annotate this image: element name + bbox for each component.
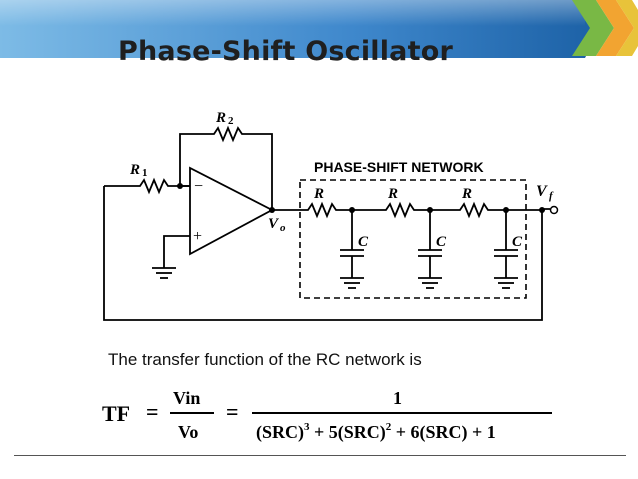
chevron-green-icon <box>572 0 614 56</box>
vo-label: V <box>268 216 280 232</box>
c-label-1: C <box>358 234 369 250</box>
svg-text:1: 1 <box>142 167 148 179</box>
tf-symbol: TF <box>102 401 130 426</box>
denominator: (SRC)3 + 5(SRC)2 + 6(SRC) + 1 <box>256 421 496 443</box>
r2-wire <box>179 125 273 210</box>
svg-text:o: o <box>280 222 286 234</box>
r1-wire <box>104 177 190 195</box>
minus-label: − <box>194 178 203 195</box>
r1-label: R <box>129 162 140 178</box>
chevron-gold-icon <box>616 0 638 56</box>
transfer-function: TF = Vin Vo = 1 (SRC)3 + 5(SRC)2 + 6(SRC… <box>102 388 552 443</box>
header-banner <box>0 0 638 58</box>
numerator: 1 <box>393 388 402 408</box>
network-box <box>299 179 527 299</box>
op-amp <box>189 166 274 256</box>
plus-label: + <box>193 228 202 245</box>
equals-2: = <box>226 399 239 424</box>
c-label-2: C <box>436 234 447 250</box>
r-label-3: R <box>461 186 472 202</box>
transfer-caption: The transfer function of the RC network … <box>108 350 422 369</box>
vf-terminal <box>549 205 559 215</box>
r-label-1: R <box>313 186 324 202</box>
vin-label: Vin <box>173 388 200 408</box>
c-label-3: C <box>512 234 523 250</box>
r-label-2: R <box>387 186 398 202</box>
svg-text:2: 2 <box>228 115 234 127</box>
vo-label-formula: Vo <box>178 422 198 442</box>
ground-wire <box>163 235 190 268</box>
output-wire <box>272 201 542 219</box>
chevron-orange-icon <box>596 0 634 56</box>
vf-label: V <box>536 183 548 200</box>
r2-label: R <box>215 110 226 126</box>
footer-divider <box>14 455 626 456</box>
slide-title: Phase-Shift Oscillator <box>118 36 453 67</box>
svg-text:f: f <box>549 190 554 202</box>
equals-1: = <box>146 399 159 424</box>
phase-shift-circuit: R 1 R 2 − + V o V f PHASE-SHIFT NETWORK … <box>103 110 559 321</box>
network-label: PHASE-SHIFT NETWORK <box>314 159 484 175</box>
